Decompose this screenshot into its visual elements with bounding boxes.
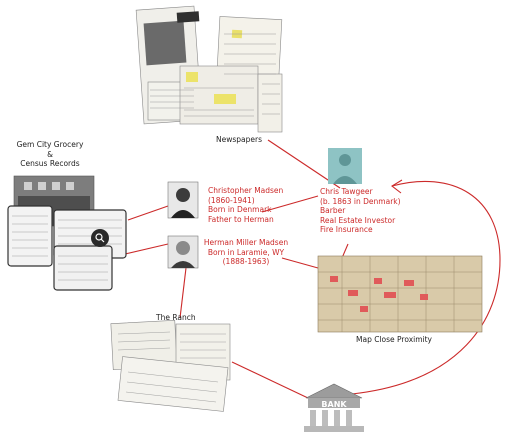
city-map	[317, 255, 483, 333]
line-grocery-herman	[124, 243, 169, 255]
line-chris-map	[341, 243, 349, 259]
line-grocery-christopher	[127, 205, 169, 221]
arrowhead-chris	[391, 179, 403, 194]
magnifier-icon	[91, 229, 109, 247]
label-map: Map Close Proximity	[356, 335, 432, 344]
grocery-census-collage	[7, 175, 127, 291]
label-ranch: The Ranch	[156, 313, 196, 322]
label-christopher: Christopher Madsen (1860-1941) Born in D…	[208, 186, 284, 224]
bank-icon: BANK	[304, 383, 364, 432]
line-herman-ranch	[179, 267, 187, 319]
line-herman-map	[281, 257, 319, 269]
christopher-photo	[167, 181, 199, 219]
newspaper-collage	[135, 5, 283, 133]
label-newspapers: Newspapers	[216, 135, 262, 144]
bank-sign: BANK	[321, 400, 347, 409]
label-grocery: Gem City Grocery & Census Records	[16, 140, 84, 168]
label-chris: Chris Tawgeer (b. 1863 in Denmark) Barbe…	[320, 187, 401, 234]
line-ranch-bank	[231, 361, 309, 399]
line-bank-chris-curve	[351, 180, 501, 395]
person-avatar-icon	[328, 148, 362, 184]
connector-lines	[124, 139, 501, 399]
line-christopher-chris	[261, 195, 319, 213]
ranch-documents	[110, 320, 231, 412]
label-herman: Herman Miller Madsen Born in Laramie, WY…	[203, 238, 289, 266]
herman-photo	[167, 235, 199, 269]
